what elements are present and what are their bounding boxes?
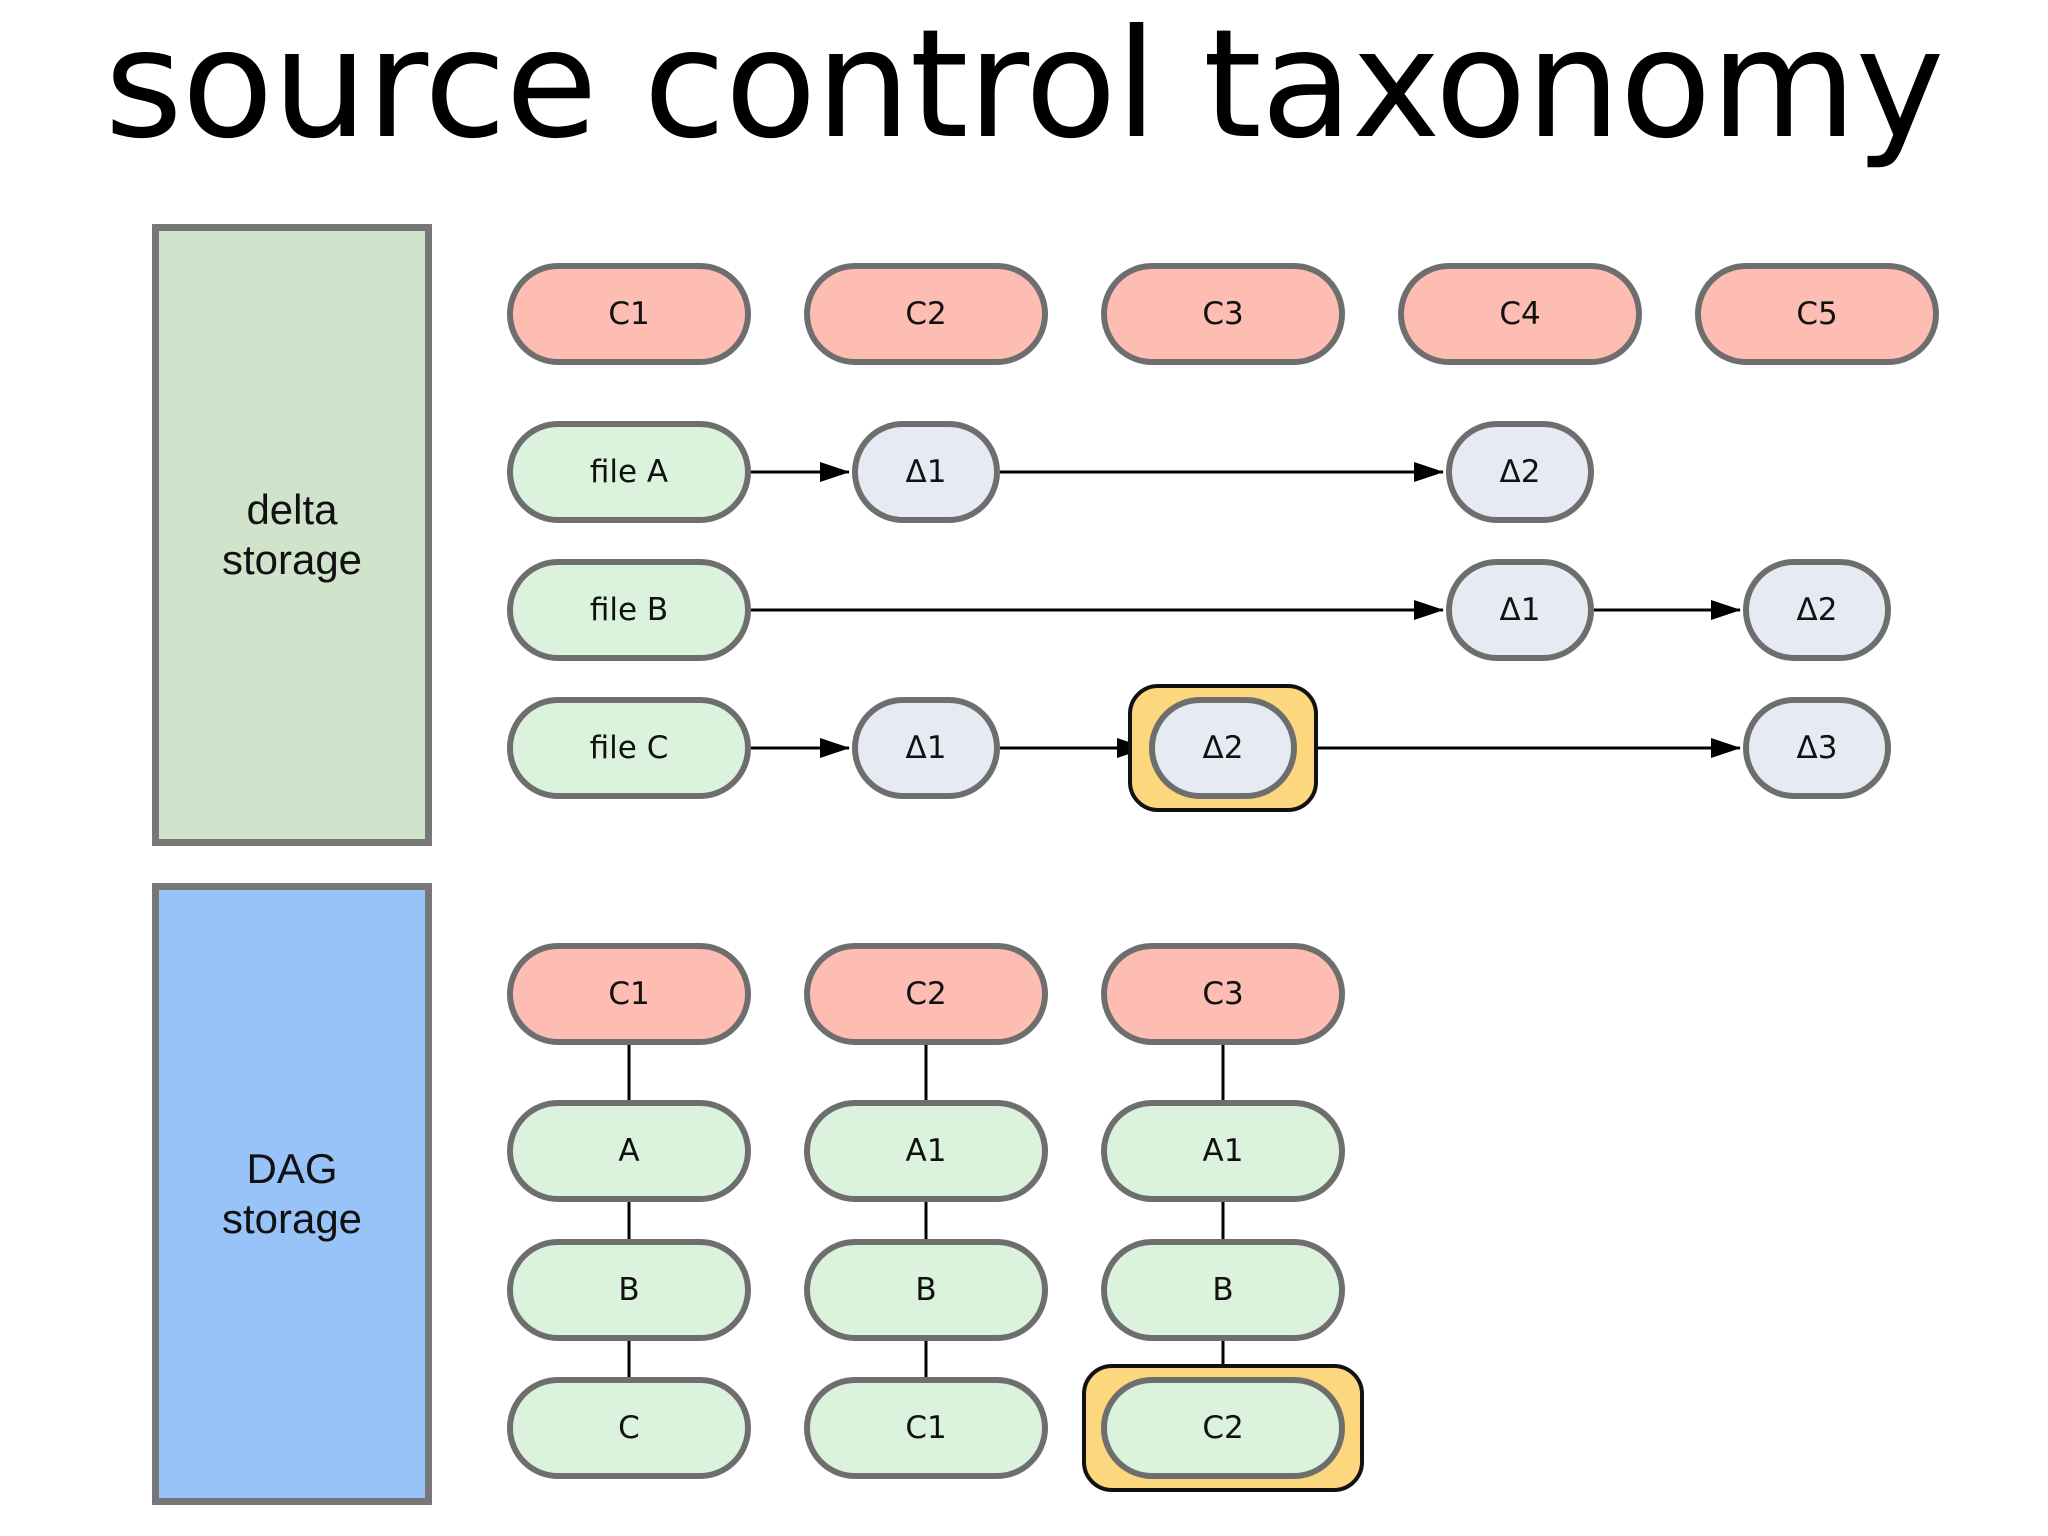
delta-commit-c2: C2 bbox=[804, 263, 1048, 365]
dag-storage-panel: DAG storage bbox=[152, 883, 432, 1505]
delta-node-file-a-1: Δ1 bbox=[852, 421, 1000, 523]
delta-node-file-c-3: Δ3 bbox=[1743, 697, 1891, 799]
dag-node-c2-a1: A1 bbox=[804, 1100, 1048, 1202]
delta-node-file-b-1: Δ1 bbox=[1446, 559, 1594, 661]
dag-storage-label-line2: storage bbox=[221, 1195, 363, 1242]
delta-storage-label-line2: storage bbox=[221, 536, 363, 583]
dag-node-c2-c1: C1 bbox=[804, 1377, 1048, 1479]
delta-node-file-a-2: Δ2 bbox=[1446, 421, 1594, 523]
dag-node-c3-c2: C2 bbox=[1101, 1377, 1345, 1479]
page-title: source control taxonomy bbox=[104, 0, 1945, 172]
delta-node-file-c-2: Δ2 bbox=[1149, 697, 1297, 799]
delta-node-file-c-1: Δ1 bbox=[852, 697, 1000, 799]
delta-commit-c1: C1 bbox=[507, 263, 751, 365]
delta-storage-panel: delta storage bbox=[152, 224, 432, 846]
dag-storage-label-line1: DAG bbox=[246, 1145, 338, 1192]
file-node-file-c: file C bbox=[507, 697, 751, 799]
delta-commit-c3: C3 bbox=[1101, 263, 1345, 365]
delta-storage-label-line1: delta bbox=[246, 486, 338, 533]
dag-node-c1-b: B bbox=[507, 1239, 751, 1341]
delta-node-file-b-2: Δ2 bbox=[1743, 559, 1891, 661]
dag-node-c1-c: C bbox=[507, 1377, 751, 1479]
dag-commit-c3: C3 bbox=[1101, 943, 1345, 1045]
dag-node-c3-b: B bbox=[1101, 1239, 1345, 1341]
delta-commit-c4: C4 bbox=[1398, 263, 1642, 365]
dag-node-c1-a: A bbox=[507, 1100, 751, 1202]
dag-commit-c1: C1 bbox=[507, 943, 751, 1045]
file-node-file-a: file A bbox=[507, 421, 751, 523]
delta-commit-c5: C5 bbox=[1695, 263, 1939, 365]
dag-node-c3-a1: A1 bbox=[1101, 1100, 1345, 1202]
dag-commit-c2: C2 bbox=[804, 943, 1048, 1045]
dag-node-c2-b: B bbox=[804, 1239, 1048, 1341]
file-node-file-b: file B bbox=[507, 559, 751, 661]
